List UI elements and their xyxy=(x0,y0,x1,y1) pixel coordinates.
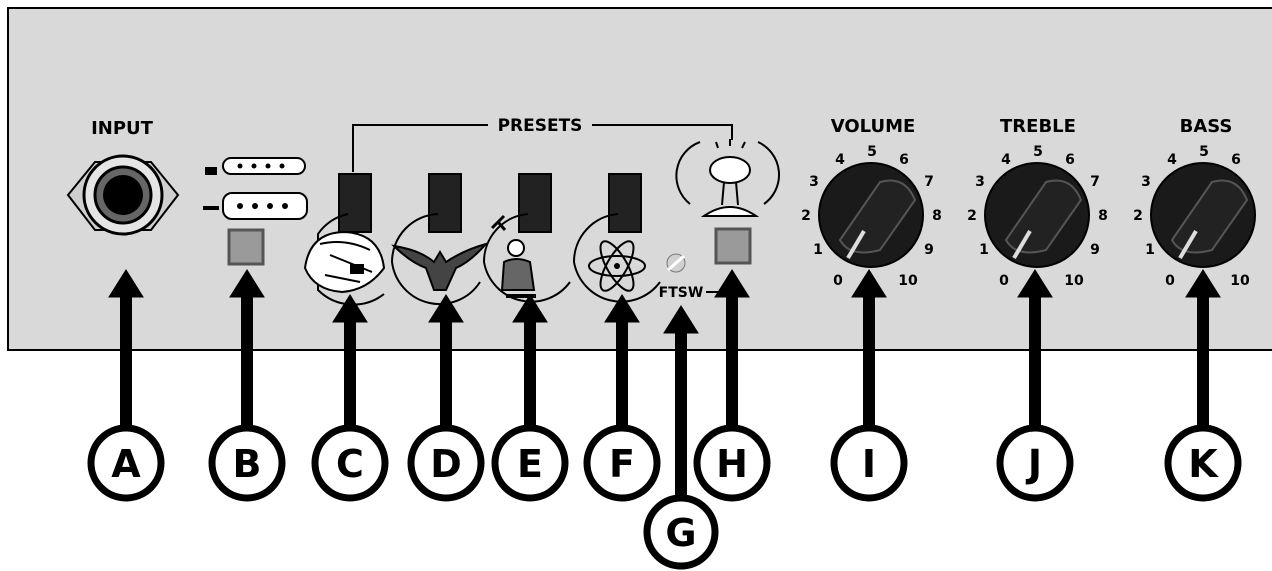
blacksmith-icon xyxy=(482,213,571,303)
led-icon xyxy=(666,253,686,273)
input-jack[interactable] xyxy=(66,154,180,236)
volume-scale-4: 4 xyxy=(835,152,845,168)
treble-scale-1: 1 xyxy=(979,242,989,258)
treble-scale-0: 0 xyxy=(999,273,1009,289)
treble-scale-6: 6 xyxy=(1065,152,1075,168)
eagle-icon xyxy=(390,213,489,305)
callout-c: C xyxy=(311,424,389,502)
bass-knob[interactable] xyxy=(1150,162,1256,268)
bass-scale-3: 3 xyxy=(1141,174,1151,190)
callout-e-letter: E xyxy=(517,442,543,486)
volume-scale-0: 0 xyxy=(833,273,843,289)
callout-c-letter: C xyxy=(336,442,364,486)
callout-g-letter: G xyxy=(665,511,696,555)
volume-knob[interactable] xyxy=(818,162,924,268)
treble-scale-4: 4 xyxy=(1001,152,1011,168)
connector-icons xyxy=(203,157,308,220)
mushroom-cloud-icon xyxy=(675,139,781,217)
ftsw-label: FTSW xyxy=(659,285,704,301)
volume-scale-6: 6 xyxy=(899,152,909,168)
presets-bracket xyxy=(352,124,733,172)
callout-h-letter: H xyxy=(716,442,748,486)
treble-scale-9: 9 xyxy=(1090,242,1100,258)
volume-scale-2: 2 xyxy=(801,208,811,224)
callout-k-letter: K xyxy=(1188,442,1219,486)
callout-k: K xyxy=(1164,424,1242,502)
volume-scale-7: 7 xyxy=(924,174,934,190)
callout-a-letter: A xyxy=(111,442,141,486)
callout-d-letter: D xyxy=(430,442,462,486)
treble-scale-5: 5 xyxy=(1033,144,1043,160)
treble-knob-group: TREBLE 0 1 2 3 4 5 6 7 8 9 10 xyxy=(967,116,1108,289)
callout-g: G xyxy=(643,494,719,570)
callout-a: A xyxy=(87,424,165,502)
bass-scale-6: 6 xyxy=(1231,152,1241,168)
bass-scale-5: 5 xyxy=(1199,144,1209,160)
preset-button-4[interactable] xyxy=(608,173,642,233)
preset-button-2[interactable] xyxy=(428,173,462,233)
bass-scale-1: 1 xyxy=(1145,242,1155,258)
square-button-b[interactable] xyxy=(227,228,265,266)
bass-scale-2: 2 xyxy=(1133,208,1143,224)
volume-scale-3: 3 xyxy=(809,174,819,190)
preset-button-1[interactable] xyxy=(338,173,372,233)
square-button-h[interactable] xyxy=(714,227,752,265)
treble-scale-3: 3 xyxy=(975,174,985,190)
callout-h: H xyxy=(693,424,771,502)
volume-scale-5: 5 xyxy=(867,144,877,160)
callout-f-letter: F xyxy=(609,442,635,486)
treble-scale-8: 8 xyxy=(1098,208,1108,224)
bass-knob-group: BASS 0 1 2 3 4 5 6 10 xyxy=(1133,116,1256,289)
preset-button-3[interactable] xyxy=(518,173,552,233)
callout-j-letter: J xyxy=(1025,442,1042,486)
volume-scale-9: 9 xyxy=(924,242,934,258)
callout-j: J xyxy=(996,424,1074,502)
volume-knob-group: VOLUME 0 1 2 3 4 5 6 7 8 9 10 xyxy=(801,116,942,289)
atom-icon xyxy=(572,213,661,303)
treble-knob[interactable] xyxy=(984,162,1090,268)
volume-label: VOLUME xyxy=(831,116,916,137)
callout-f: F xyxy=(583,424,661,502)
treble-scale-7: 7 xyxy=(1090,174,1100,190)
callout-arrows xyxy=(108,269,1221,500)
treble-label: TREBLE xyxy=(1000,116,1076,137)
callout-b: B xyxy=(208,424,286,502)
bass-label: BASS xyxy=(1180,116,1233,137)
treble-scale-10: 10 xyxy=(1064,273,1084,289)
volume-scale-8: 8 xyxy=(932,208,942,224)
callout-b-letter: B xyxy=(233,442,262,486)
volume-scale-10: 10 xyxy=(898,273,918,289)
input-label: INPUT xyxy=(91,118,154,139)
treble-scale-2: 2 xyxy=(967,208,977,224)
callout-d: D xyxy=(407,424,485,502)
callout-e: E xyxy=(491,424,569,502)
callout-i: I xyxy=(830,424,908,502)
volume-scale-1: 1 xyxy=(813,242,823,258)
firefighter-helmet-icon xyxy=(303,213,386,306)
callout-i-letter: I xyxy=(862,442,876,486)
bass-scale-4: 4 xyxy=(1167,152,1177,168)
bass-scale-10: 10 xyxy=(1230,273,1250,289)
bass-scale-0: 0 xyxy=(1165,273,1175,289)
presets-label: PRESETS xyxy=(498,116,583,136)
